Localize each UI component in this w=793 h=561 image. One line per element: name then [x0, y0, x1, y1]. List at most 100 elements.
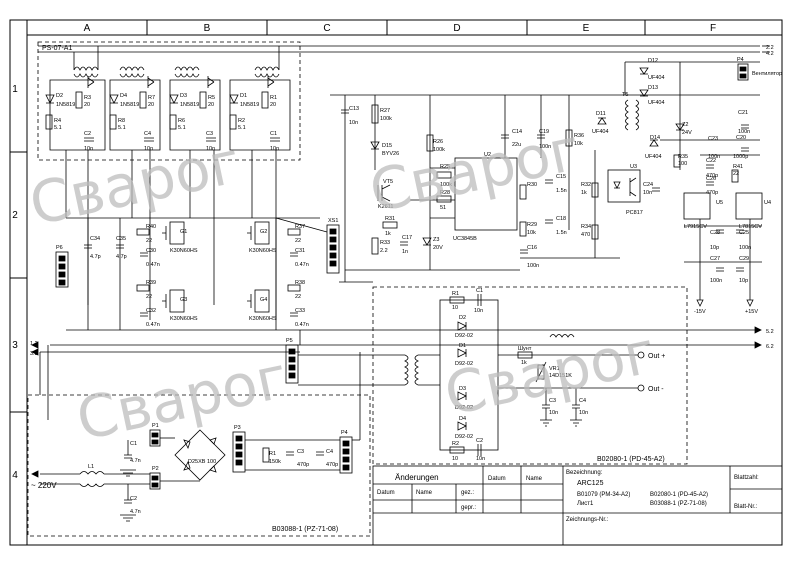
r31-label: R31: [385, 216, 395, 222]
vr1-label: VR1: [549, 366, 560, 372]
d14-label: D14: [650, 135, 660, 141]
pz-c2-value: 4.7n: [130, 509, 141, 515]
ps-res2-label: R8: [118, 118, 125, 124]
ps-cap-label: C3: [206, 131, 213, 137]
ps-res2-label: R2: [238, 118, 245, 124]
r32-label: R32: [581, 182, 591, 188]
gate-res-value: 22: [146, 238, 152, 244]
r29-label: R29: [527, 222, 537, 228]
d11-label: D11: [596, 111, 606, 117]
u5-regulator: [683, 192, 711, 220]
r36-value: 10k: [574, 141, 583, 147]
ps-res-value: 20: [148, 102, 154, 108]
igbt-type: K30N60HS: [170, 316, 198, 322]
rail-42: 4.2: [766, 51, 774, 57]
pd-d-label: D3: [459, 386, 466, 392]
c14-label: C14: [512, 129, 522, 135]
c34-label: C34: [90, 236, 100, 242]
r36-label: R36: [574, 133, 584, 139]
r26-label: R26: [433, 139, 443, 145]
pz-p1-label: P1: [152, 423, 159, 429]
c24-value: 10n: [643, 190, 652, 196]
r32-value: 1k: [581, 190, 587, 196]
pd-c1-value: 10n: [474, 308, 483, 314]
ps-res2-label: R6: [178, 118, 185, 124]
pd-r1-value: 10: [452, 305, 458, 311]
r41-label: R41: [733, 164, 743, 170]
ps-res-value: 20: [270, 102, 276, 108]
pd-c4-label: C4: [579, 398, 586, 404]
pd-c4-value: 10n: [579, 410, 588, 416]
z2-label: Z2: [682, 122, 688, 128]
col-label: C: [323, 23, 330, 34]
watermark-text: Сварог: [71, 343, 293, 454]
gate-cap-value: 0.47n: [146, 262, 160, 268]
ps-res-label: R5: [208, 95, 215, 101]
c16-value: 100n: [527, 263, 539, 269]
col-label: D: [453, 23, 460, 34]
gate-res-value: 22: [295, 238, 301, 244]
c29-value: 10p: [739, 278, 748, 284]
rail-p15: +15V: [745, 309, 758, 315]
ps-res-value: 20: [208, 102, 214, 108]
ps-diode-label: D4: [120, 93, 127, 99]
c27-label: C27: [710, 256, 720, 262]
pd-r2-value: 10: [452, 456, 458, 462]
ps-res-label: R1: [270, 95, 277, 101]
c19-label: C19: [539, 129, 549, 135]
pd-c3-label: C3: [549, 398, 556, 404]
out-plus-label: Out +: [648, 353, 665, 360]
gate-cap-label: C32: [146, 308, 156, 314]
ps-diode-type: 1N5819: [240, 102, 259, 108]
ps-res2-value: 5.1: [238, 125, 246, 131]
r27-value: 100k: [380, 116, 392, 122]
c15-value: 1.5n: [556, 188, 567, 194]
pz-p3-label: P3: [234, 425, 241, 431]
out-minus-label: Out -: [648, 386, 664, 393]
r35-value: 100: [678, 161, 687, 167]
gate-res-label: R37: [295, 224, 305, 230]
doc-ref: B01079 (PM-34-A2): [577, 492, 630, 498]
z3-value: 20V: [433, 245, 443, 251]
pz-r1-label: R1: [269, 451, 276, 457]
u4-label: U4: [764, 200, 771, 206]
c20-value: 1000p: [733, 154, 748, 160]
p6-label: P6: [56, 245, 63, 251]
u4-regulator: [735, 192, 763, 220]
pz-c4-label: C4: [326, 449, 333, 455]
vt5-type: K2611: [378, 204, 394, 210]
gepr-label: gepr.:: [461, 505, 476, 511]
ps-block-label: PS-07-A1: [42, 45, 72, 52]
c22-label: C22: [706, 158, 716, 164]
r34-value: 470: [581, 232, 590, 238]
pd-d-type: D92-02: [455, 333, 473, 339]
name-label: Name: [416, 490, 433, 496]
bez-value: ARC125: [577, 480, 604, 487]
vr1-type: 14D151K: [549, 373, 572, 379]
shunt-label: Шунт: [518, 346, 532, 352]
ps-cap-value: 10n: [206, 146, 215, 152]
r26-value: 100k: [433, 147, 445, 153]
pd-d-type: D92-02: [455, 434, 473, 440]
igbt-label: G2: [260, 229, 267, 235]
c14-value: 22u: [512, 142, 521, 148]
d12-type: UF404: [648, 75, 665, 81]
pd-r1-label: R1: [452, 291, 459, 297]
pd-block: [372, 286, 688, 465]
igbt-label: G3: [180, 297, 187, 303]
c23-label: C23: [708, 136, 718, 142]
rail-n15: -15V: [694, 309, 706, 315]
inner-frame: [26, 34, 783, 546]
ps-diode-type: 1N5819: [56, 102, 75, 108]
u5-label: U5: [716, 200, 723, 206]
ps-cap-label: C4: [144, 131, 151, 137]
c13-value: 10n: [349, 120, 358, 126]
rail-62: 6.2: [766, 344, 774, 350]
gate-cap-label: C33: [295, 308, 305, 314]
c26-label: C26: [706, 176, 716, 182]
u3-label: U3: [630, 164, 637, 170]
l1-label: L1: [88, 464, 94, 470]
gate-res-label: R40: [146, 224, 156, 230]
r33-value: 2.2: [380, 248, 388, 254]
